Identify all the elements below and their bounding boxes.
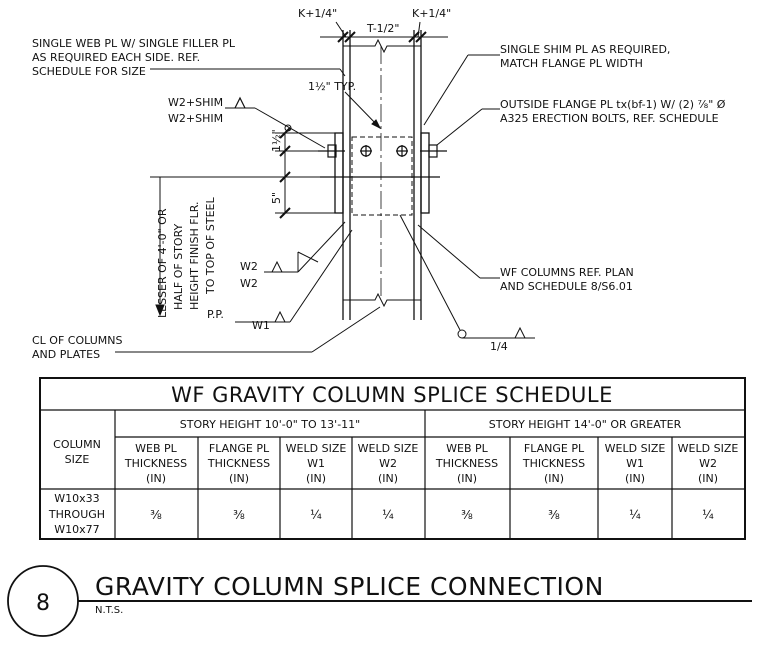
schedule-header-5-line-0: FLANGE PL bbox=[524, 442, 585, 455]
dim-t-half: T-1/2" bbox=[366, 22, 399, 35]
splice-schedule-table: WF GRAVITY COLUMN SPLICE SCHEDULE STORY … bbox=[39, 377, 746, 540]
schedule-value-1: ⅜ bbox=[233, 508, 245, 522]
dimension-lines bbox=[150, 21, 448, 317]
schedule-header-3-line-1: W2 bbox=[379, 457, 397, 470]
weld-pp: P.P. bbox=[207, 308, 224, 321]
detail-title: GRAVITY COLUMN SPLICE CONNECTION bbox=[95, 572, 604, 601]
web-pl-note-2: AS REQUIRED EACH SIDE. REF. bbox=[32, 51, 200, 64]
web-pl-note-1: SINGLE WEB PL W/ SINGLE FILLER PL bbox=[32, 37, 236, 50]
schedule-header-6-line-0: WELD SIZE bbox=[605, 442, 666, 455]
weld-w2-a: W2 bbox=[240, 260, 258, 273]
weld-quarter: 1/4 bbox=[490, 340, 508, 353]
schedule-header-0-line-2: (IN) bbox=[146, 472, 166, 485]
dim-k-left: K+1/4" bbox=[298, 7, 337, 20]
schedule-header-3-line-2: (IN) bbox=[378, 472, 398, 485]
weld-w2-shim-a: W2+SHIM bbox=[168, 96, 223, 109]
schedule-value-3: ¼ bbox=[382, 508, 394, 522]
dim-half-typ: 1½" TYP. bbox=[308, 80, 356, 93]
schedule-header-3-line-0: WELD SIZE bbox=[358, 442, 419, 455]
column-section bbox=[318, 30, 447, 320]
vertical-dim-line-1: LESSER OF 4'-0" OR bbox=[156, 208, 169, 318]
detail-title-block: 8 GRAVITY COLUMN SPLICE CONNECTION N.T.S… bbox=[7, 565, 752, 637]
schedule-value-2: ¼ bbox=[310, 508, 322, 522]
schedule-value-6: ¼ bbox=[629, 508, 641, 522]
schedule-header-0-line-0: WEB PL bbox=[135, 442, 178, 455]
detail-scale: N.T.S. bbox=[95, 605, 123, 616]
weld-w2-shim-b: W2+SHIM bbox=[168, 112, 223, 125]
group-a-header: STORY HEIGHT 10'-0" TO 13'-11" bbox=[180, 418, 360, 431]
dim-five: 5" bbox=[270, 192, 283, 204]
schedule-header-2-line-0: WELD SIZE bbox=[286, 442, 347, 455]
web-pl-note-3: SCHEDULE FOR SIZE bbox=[32, 65, 146, 78]
column-size-header-2: SIZE bbox=[65, 453, 90, 466]
flange-pl-note-2: A325 ERECTION BOLTS, REF. SCHEDULE bbox=[500, 112, 719, 125]
schedule-header-2-line-2: (IN) bbox=[306, 472, 326, 485]
weld-w1: W1 bbox=[252, 319, 270, 332]
vertical-dim-line-2: HALF OF STORY bbox=[172, 223, 185, 310]
schedule-value-cells: ⅜ ⅜ ¼ ¼ ⅜ ⅜ ¼ ¼ bbox=[150, 508, 714, 522]
shim-pl-note-2: MATCH FLANGE PL WIDTH bbox=[500, 57, 643, 70]
schedule-header-1-line-0: FLANGE PL bbox=[209, 442, 270, 455]
row-size-1: W10x33 bbox=[54, 492, 99, 505]
vertical-dim-line-4: TO TOP OF STEEL bbox=[204, 197, 217, 295]
leader-lines bbox=[115, 54, 535, 353]
vertical-dim-line-3: HEIGHT FINISH FLR. bbox=[188, 202, 201, 310]
row-size-2: THROUGH bbox=[48, 508, 105, 521]
schedule-header-6-line-2: (IN) bbox=[625, 472, 645, 485]
schedule-header-7-line-1: W2 bbox=[699, 457, 717, 470]
cl-note-1: CL OF COLUMNS bbox=[32, 334, 122, 347]
schedule-header-0-line-1: THICKNESS bbox=[124, 457, 187, 470]
schedule-header-1-line-1: THICKNESS bbox=[207, 457, 270, 470]
schedule-header-1-line-2: (IN) bbox=[229, 472, 249, 485]
group-b-header: STORY HEIGHT 14'-0" OR GREATER bbox=[489, 418, 682, 431]
schedule-title: WF GRAVITY COLUMN SPLICE SCHEDULE bbox=[171, 383, 613, 407]
schedule-header-5-line-1: THICKNESS bbox=[522, 457, 585, 470]
schedule-header-4-line-1: THICKNESS bbox=[435, 457, 498, 470]
dim-k-right: K+1/4" bbox=[412, 7, 451, 20]
vertical-dim-text: LESSER OF 4'-0" OR HALF OF STORY HEIGHT … bbox=[156, 197, 217, 318]
notes: K+1/4" K+1/4" T-1/2" SINGLE WEB PL W/ SI… bbox=[32, 7, 726, 361]
schedule-header-7-line-0: WELD SIZE bbox=[678, 442, 739, 455]
schedule-header-5-line-2: (IN) bbox=[544, 472, 564, 485]
schedule-header-7-line-2: (IN) bbox=[698, 472, 718, 485]
schedule-value-5: ⅜ bbox=[548, 508, 560, 522]
schedule-header-6-line-1: W1 bbox=[626, 457, 644, 470]
row-size-3: W10x77 bbox=[54, 523, 99, 536]
schedule-header-4-line-2: (IN) bbox=[457, 472, 477, 485]
wf-columns-note-2: AND SCHEDULE 8/S6.01 bbox=[500, 280, 633, 293]
schedule-value-7: ¼ bbox=[702, 508, 714, 522]
schedule-value-4: ⅜ bbox=[461, 508, 473, 522]
shim-pl-note-1: SINGLE SHIM PL AS REQUIRED, bbox=[500, 43, 670, 56]
detail-number: 8 bbox=[36, 591, 50, 616]
cl-note-2: AND PLATES bbox=[32, 348, 100, 361]
schedule-header-2-line-1: W1 bbox=[307, 457, 325, 470]
schedule-value-0: ⅜ bbox=[150, 508, 162, 522]
flange-pl-note-1: OUTSIDE FLANGE PL tx(bf-1) W/ (2) ⅞" Ø bbox=[500, 98, 726, 111]
schedule-header-4-line-0: WEB PL bbox=[446, 442, 489, 455]
weld-w2-b: W2 bbox=[240, 277, 258, 290]
dim-one-half: 1½" bbox=[270, 129, 283, 152]
erection-bolts bbox=[318, 144, 447, 158]
wf-columns-note-1: WF COLUMNS REF. PLAN bbox=[500, 266, 634, 279]
column-size-header-1: COLUMN bbox=[53, 438, 101, 451]
schedule-header-cells: WEB PL THICKNESS (IN) FLANGE PL THICKNESS (IN… bbox=[124, 442, 739, 485]
